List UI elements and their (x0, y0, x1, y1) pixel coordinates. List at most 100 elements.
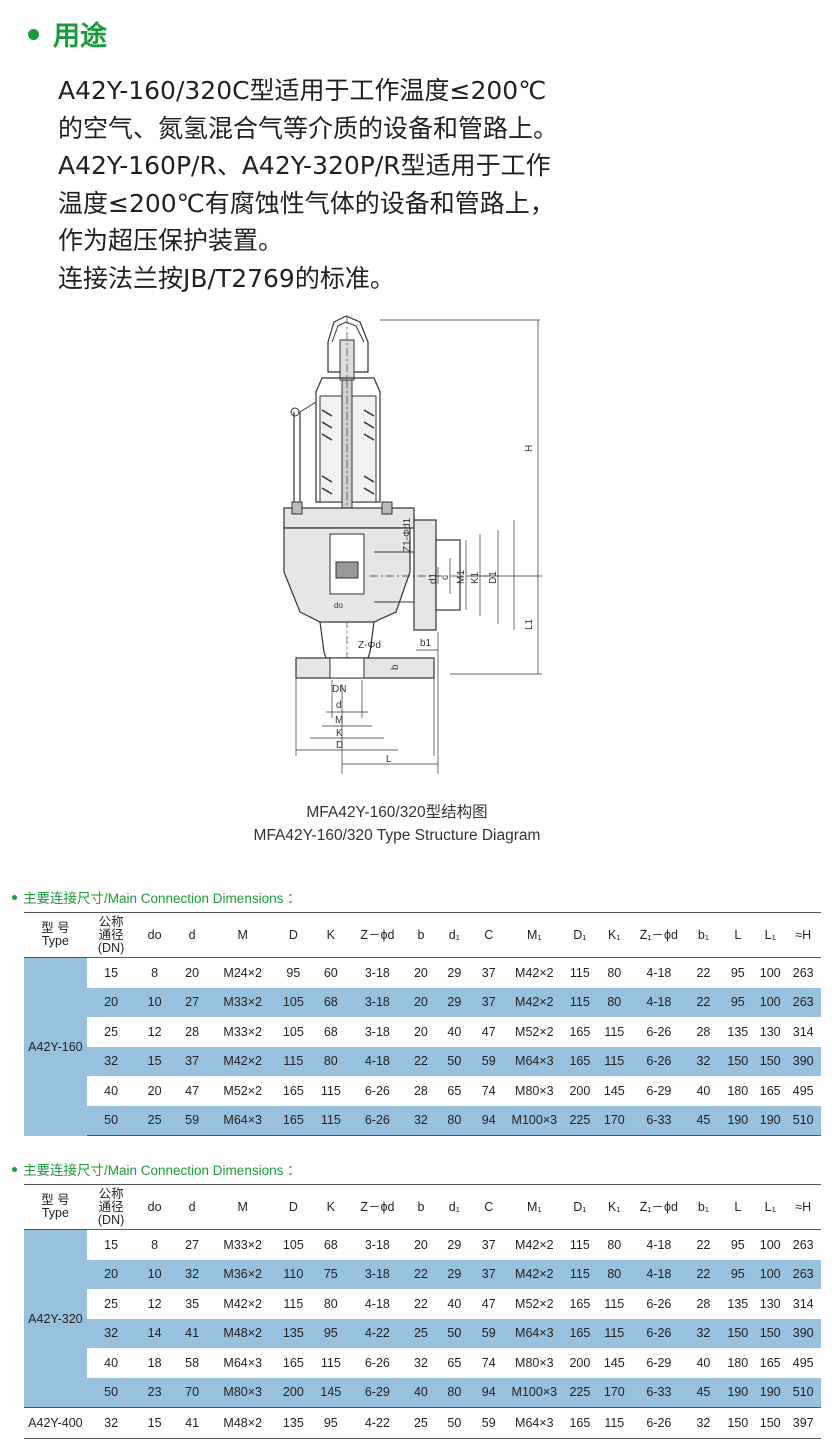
header-col: K (311, 1184, 351, 1230)
table-cell: M48×2 (210, 1407, 276, 1439)
table-cell: 397 (785, 1407, 821, 1439)
table-cell: 10 (135, 1259, 174, 1289)
table-cell: 115 (597, 1407, 632, 1439)
table-cell: 20 (413, 1024, 428, 1039)
table-cell: 32 (413, 1355, 428, 1370)
table-cell: 105 (282, 1237, 304, 1252)
table-cell: 45 (686, 1377, 721, 1408)
table-cell: 59 (471, 1318, 506, 1348)
table-cell: 95 (730, 1237, 745, 1252)
table-cell: M80×3 (515, 1355, 554, 1370)
table-cell: M42×2 (515, 1237, 554, 1252)
usage-line: 温度≤200℃有腐蚀性气体的设备和管路上， (58, 188, 555, 218)
dim-label-b: b (390, 664, 401, 670)
table-cell: 18 (147, 1355, 162, 1370)
table-cell: 95 (311, 1318, 351, 1348)
header-col: D (275, 1184, 312, 1230)
valve-structure-diagram: H Z1-Φd1 d1 c M1 K1 D1 L1 b1 Z-Φd b do D… (283, 315, 542, 774)
table-cell: 3-18 (350, 1259, 405, 1289)
table-cell: 6-26 (646, 1296, 672, 1311)
table-cell: 20 (413, 1237, 428, 1252)
table-cell: 150 (755, 1046, 786, 1076)
table-cell: 200 (275, 1377, 312, 1408)
table-cell: 135 (727, 1296, 749, 1311)
table-cell: 14 (135, 1318, 174, 1348)
table-cell: 8 (151, 1237, 159, 1252)
diagram-caption-cn: MFA42Y-160/320型结构图 (306, 804, 488, 821)
table-cell: M64×3 (505, 1046, 563, 1076)
table-cell: 3-18 (364, 1237, 390, 1252)
header-col: L₁ (755, 912, 786, 958)
table-cell: 22 (686, 987, 721, 1017)
header-col: K₁ (597, 1184, 632, 1230)
table-cell: 80 (597, 1259, 632, 1289)
table-cell: 115 (311, 1105, 351, 1136)
table-cell: 130 (759, 1296, 781, 1311)
table-cell: 4-18 (631, 1259, 687, 1289)
table-cell: M33×2 (223, 1024, 262, 1039)
section-title-text: 主要连接尺寸/Main Connection Dimensions ： (23, 891, 301, 906)
table-cell: 180 (727, 1083, 749, 1098)
table-cell: 180 (727, 1355, 749, 1370)
table-cell: 263 (785, 1259, 821, 1289)
usage-line: 的空气、氮氢混合气等介质的设备和管路上。 (58, 113, 559, 143)
table-cell: 27 (173, 987, 211, 1017)
table-cell: 58 (185, 1355, 200, 1370)
table-cell: 20 (86, 987, 136, 1017)
table-cell: 263 (792, 1237, 814, 1252)
table-cell: 165 (282, 1083, 304, 1098)
table-cell: 50 (437, 1046, 472, 1076)
table-cell: 41 (173, 1318, 211, 1348)
table-cell: 8 (151, 965, 159, 980)
table-cell: M100×3 (505, 1377, 563, 1408)
table-cell: 45 (686, 1105, 721, 1136)
table-cell: 68 (323, 1024, 338, 1039)
table-cell: 80 (607, 1237, 622, 1252)
header-col: do (135, 912, 174, 958)
table-cell: 32 (404, 1105, 438, 1136)
dim-label-D1: D1 (488, 571, 499, 584)
header-col: ≈H (785, 912, 821, 958)
table-cell: 165 (759, 1083, 781, 1098)
table-cell: 390 (785, 1046, 821, 1076)
table-cell: 115 (569, 1237, 590, 1252)
table-cell: 95 (311, 1407, 351, 1439)
table-cell: 15 (135, 1046, 174, 1076)
dim-label-do: do (334, 601, 343, 610)
dim-label-Zd: Z-Φd (358, 640, 381, 651)
header-col: b₁ (686, 1184, 721, 1230)
table-cell: 20 (404, 987, 438, 1017)
table-cell: 150 (720, 1046, 756, 1076)
table-cell: 35 (185, 1296, 200, 1311)
table-cell: 200 (569, 1083, 591, 1098)
header-dn: 公称通径(DN) (86, 1184, 136, 1230)
table-cell: M42×2 (223, 1296, 262, 1311)
table-cell: 25 (404, 1407, 438, 1439)
usage-line: A42Y-160P/R、A42Y-320P/R型适用于工作 (58, 151, 551, 180)
table-cell: 40 (447, 1296, 462, 1311)
table-cell: 135 (275, 1407, 312, 1439)
table-cell: 3-18 (364, 965, 390, 980)
table-cell: 165 (562, 1046, 598, 1076)
table-cell: 115 (320, 1083, 341, 1098)
table-cell: 130 (759, 1024, 781, 1039)
table-cell: 95 (730, 965, 745, 980)
table-cell: 37 (173, 1046, 211, 1076)
table-cell: 94 (471, 1105, 506, 1136)
table-cell: 510 (785, 1377, 821, 1408)
table-cell: 150 (720, 1407, 756, 1439)
header-col: K (311, 912, 351, 958)
table-cell: 6-26 (631, 1407, 687, 1439)
table-cell: 190 (720, 1377, 756, 1408)
table-cell: 115 (275, 1046, 312, 1076)
table-cell: 70 (173, 1377, 211, 1408)
type-cell: A42Y-320 (24, 1229, 87, 1408)
table-cell: 150 (755, 1407, 786, 1439)
table-cell: 68 (323, 1237, 338, 1252)
table-cell: M33×2 (223, 1237, 262, 1252)
table-cell: 28 (696, 1296, 711, 1311)
